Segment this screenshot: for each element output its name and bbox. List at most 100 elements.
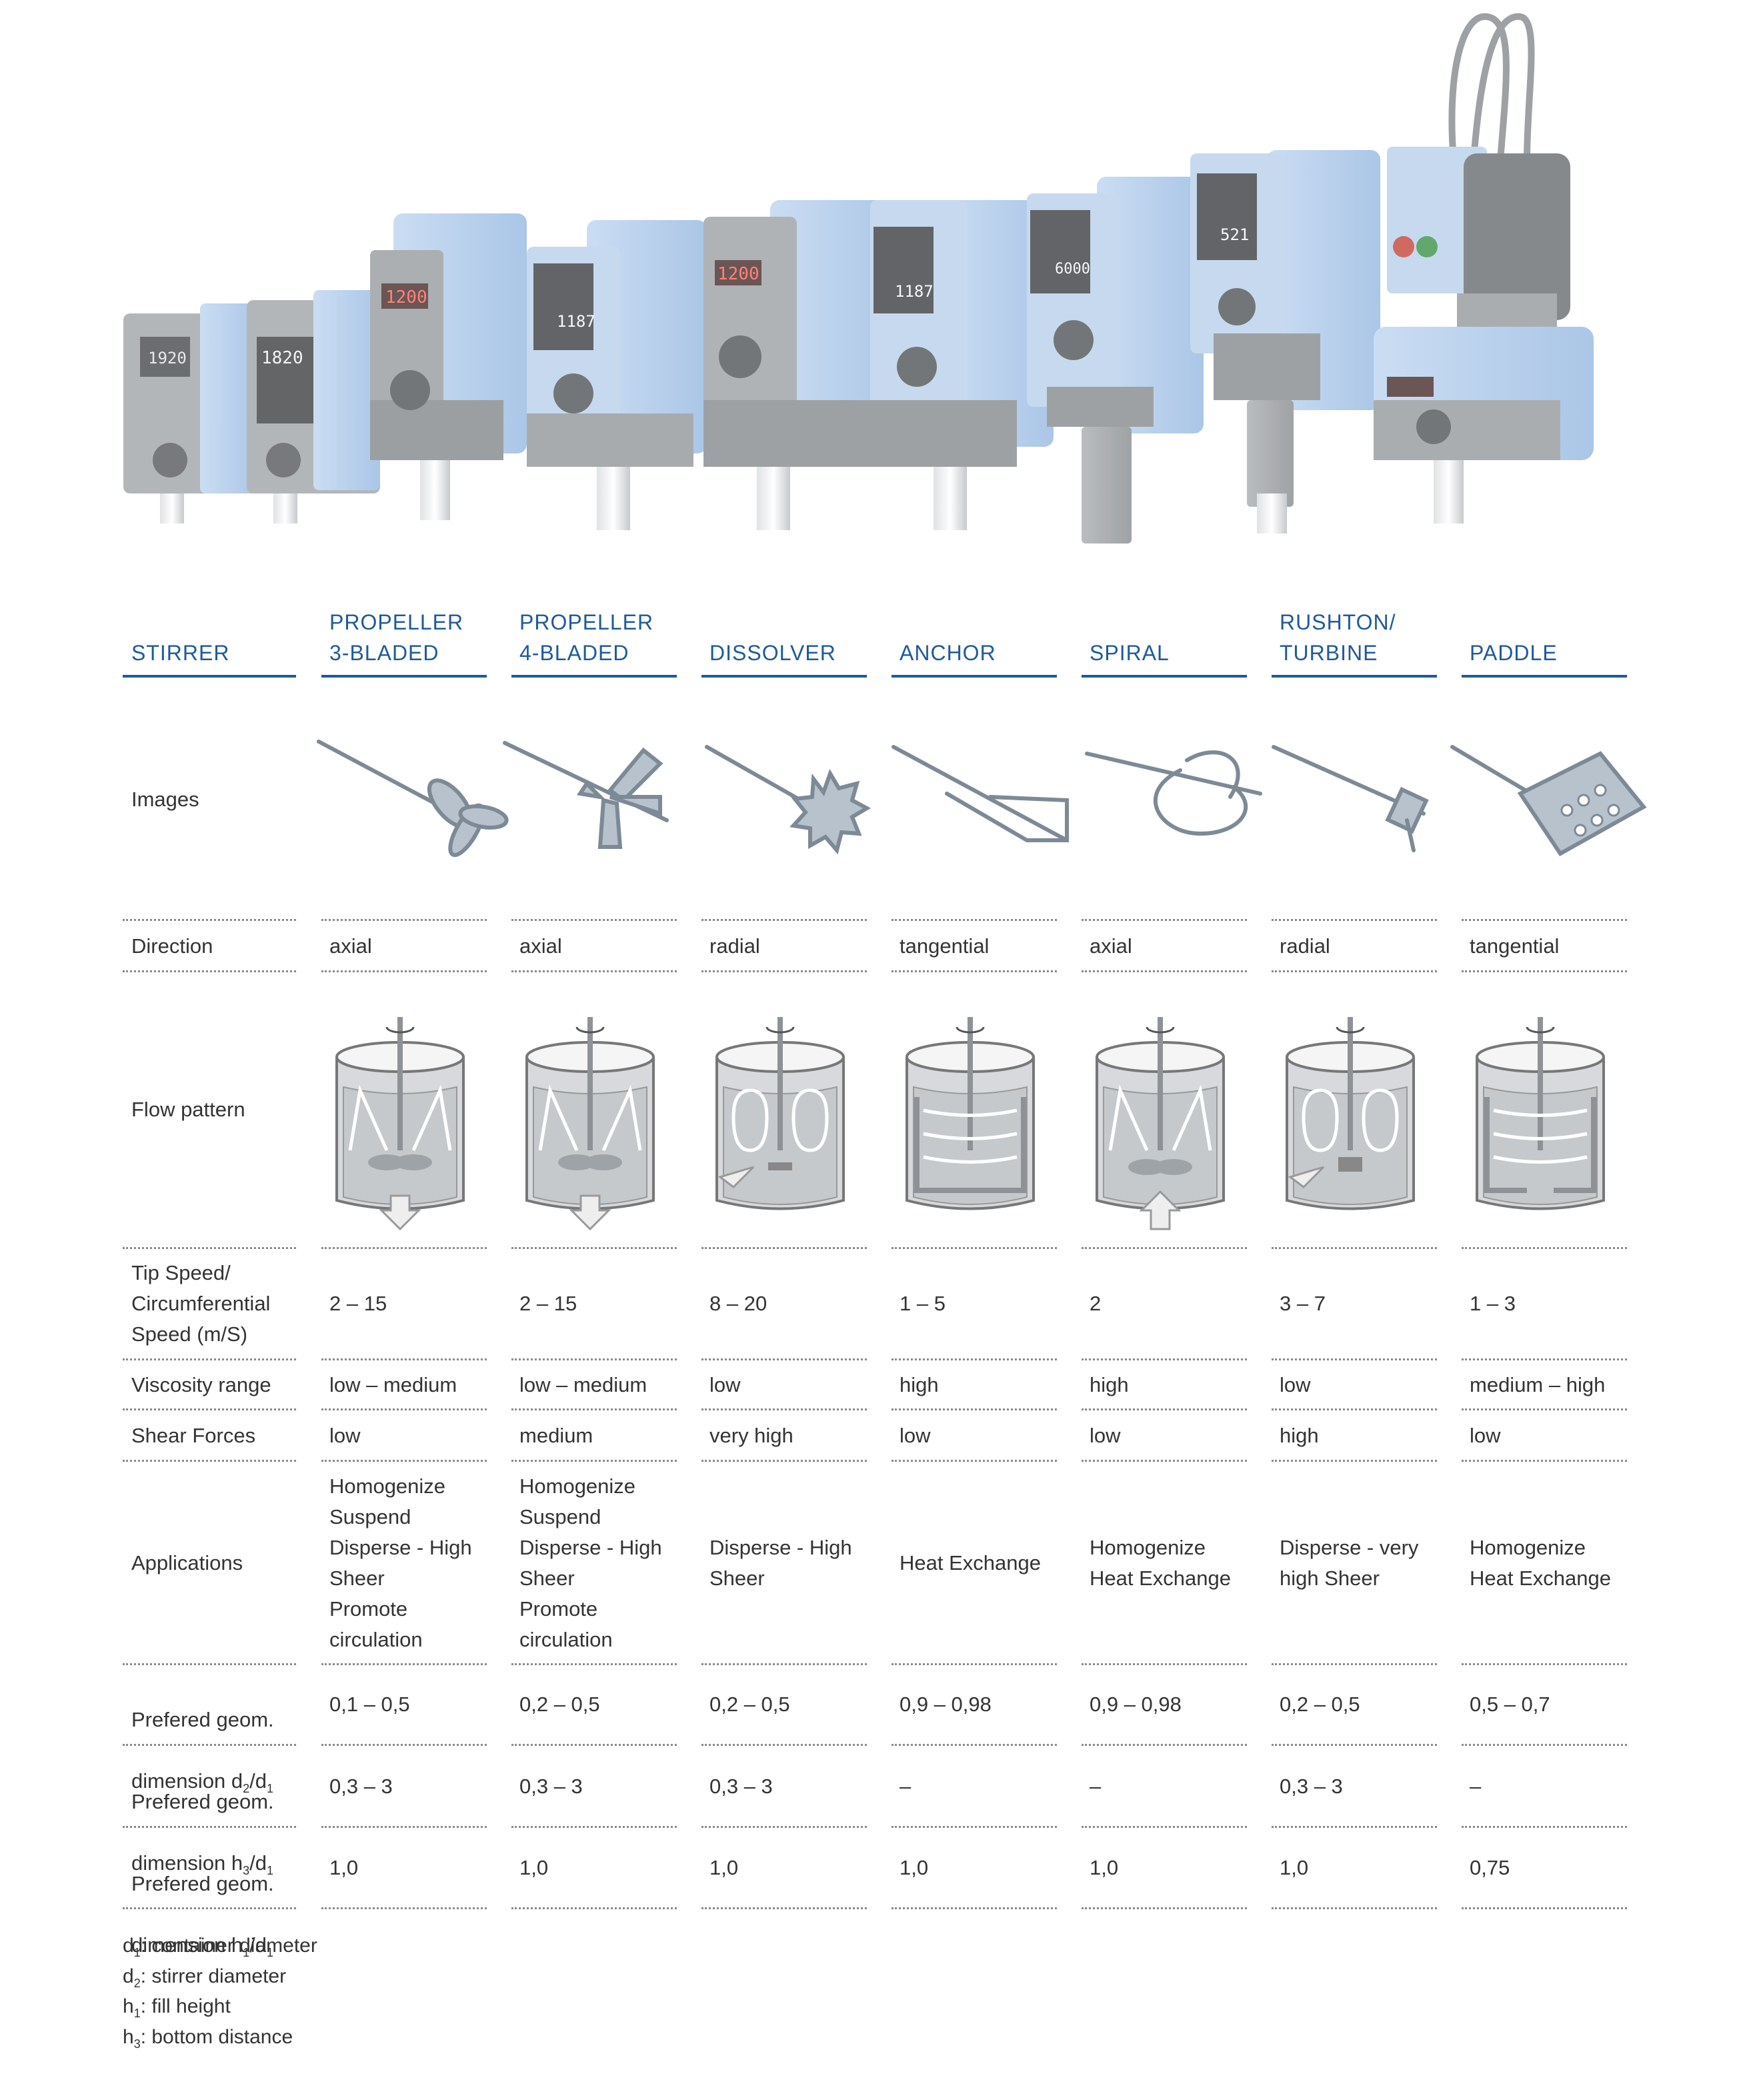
- row-divider: [321, 919, 487, 921]
- row-divider: [1462, 1460, 1627, 1462]
- row-divider: [1462, 1408, 1627, 1410]
- row-divider: [321, 1826, 487, 1828]
- row-divider: [892, 1907, 1057, 1909]
- col-header-paddle: PADDLE: [1470, 641, 1558, 665]
- geom-h1-spiral: 1,0: [1090, 1856, 1119, 1879]
- col-header-dissolver: DISSOLVER: [709, 641, 836, 665]
- row-divider: [123, 1460, 296, 1462]
- row-divider: [892, 1247, 1057, 1249]
- row-divider: [1462, 919, 1627, 921]
- row-divider: [321, 970, 487, 972]
- overhead-stirrers-product-lineup: 1920 1820 1200 118: [0, 0, 1747, 554]
- tip-speed-spiral: 2: [1090, 1292, 1102, 1315]
- shear-anchor: low: [900, 1424, 931, 1447]
- stirrer-device-4: 1187: [527, 220, 707, 530]
- row-divider: [701, 1247, 867, 1249]
- tip-speed-propeller-4: 2 – 15: [519, 1292, 577, 1315]
- row-divider: [892, 1744, 1057, 1746]
- device-7-display: 6000: [1055, 261, 1090, 277]
- dissolver-stirrer-image: [705, 745, 871, 855]
- row-divider: [1462, 1663, 1627, 1665]
- propeller-3-bladed-stirrer-image: [317, 740, 509, 858]
- col-header-propeller-4-line2: 4-BLADED: [519, 641, 629, 665]
- row-divider: [1272, 970, 1437, 972]
- row-divider: [1462, 1358, 1627, 1360]
- col-header-rushton-line1: RUSHTON/: [1280, 610, 1396, 634]
- geom-h1-dissolver: 1,0: [709, 1856, 739, 1879]
- row-divider: [123, 1358, 296, 1360]
- direction-dissolver: radial: [709, 934, 760, 958]
- viscosity-rushton: low: [1280, 1373, 1311, 1396]
- row-label-direction: Direction: [131, 934, 213, 958]
- device-8-display: 521: [1220, 225, 1249, 244]
- row-divider: [1082, 1826, 1247, 1828]
- direction-propeller-3: axial: [329, 934, 372, 958]
- row-divider: [321, 1247, 487, 1249]
- row-label-geom-h3-d1-line1: Prefered geom.: [131, 1790, 274, 1813]
- shear-dissolver: very high: [709, 1424, 793, 1447]
- geom-h3-propeller-3: 0,3 – 3: [329, 1775, 393, 1798]
- row-divider: [701, 1744, 867, 1746]
- row-divider: [1082, 1907, 1247, 1909]
- row-divider: [321, 1663, 487, 1665]
- anchor-stirrer-image: [892, 745, 1069, 842]
- device-1-display: 1920: [148, 349, 187, 367]
- col-header-anchor: ANCHOR: [900, 641, 996, 665]
- col-header-spiral: SPIRAL: [1090, 641, 1170, 665]
- row-divider: [701, 1460, 867, 1462]
- header-underline: [1462, 675, 1627, 678]
- row-label-applications: Applications: [131, 1551, 243, 1574]
- col-header-propeller-3-line1: PROPELLER: [329, 610, 464, 634]
- row-divider: [701, 1907, 867, 1909]
- direction-propeller-4: axial: [519, 934, 562, 958]
- row-divider: [1272, 1826, 1437, 1828]
- row-divider: [511, 1826, 677, 1828]
- device-4-display: 1187: [557, 312, 595, 331]
- viscosity-dissolver: low: [709, 1373, 741, 1396]
- applications-anchor: Heat Exchange: [900, 1551, 1041, 1574]
- row-divider: [511, 1247, 677, 1249]
- shear-rushton: high: [1280, 1424, 1319, 1447]
- stirrer-device-9: [1374, 13, 1594, 523]
- row-divider: [1272, 1663, 1437, 1665]
- row-divider: [123, 1826, 296, 1828]
- row-divider: [123, 1408, 296, 1410]
- row-divider: [321, 1744, 487, 1746]
- row-divider: [1272, 1247, 1437, 1249]
- row-divider: [701, 1826, 867, 1828]
- geom-d2-spiral: 0,9 – 0,98: [1090, 1693, 1182, 1716]
- row-divider: [892, 970, 1057, 972]
- flow-pattern-propeller-4: [525, 1016, 655, 1230]
- tip-speed-propeller-3: 2 – 15: [329, 1292, 387, 1315]
- row-divider: [1272, 919, 1437, 921]
- flow-pattern-dissolver: [715, 1016, 845, 1210]
- row-divider: [511, 919, 677, 921]
- header-underline: [321, 675, 487, 678]
- geom-h3-spiral: –: [1090, 1775, 1102, 1798]
- row-divider: [123, 970, 296, 972]
- row-divider: [1082, 1358, 1247, 1360]
- flow-pattern-anchor: [906, 1016, 1035, 1210]
- row-label-flow-pattern: Flow pattern: [131, 1098, 245, 1121]
- stirrer-device-2: 1820: [247, 290, 380, 523]
- applications-rushton: Disperse - very high Sheer: [1280, 1536, 1419, 1590]
- geom-h1-propeller-3: 1,0: [329, 1856, 359, 1879]
- applications-propeller-3: Homogenize Suspend Disperse - High Sheer…: [329, 1474, 472, 1651]
- header-underline: [1082, 675, 1247, 678]
- row-divider: [321, 1907, 487, 1909]
- row-divider: [1462, 1744, 1627, 1746]
- flow-pattern-paddle: [1476, 1016, 1605, 1210]
- stirrer-device-7: 6000: [1027, 177, 1204, 544]
- direction-paddle: tangential: [1470, 934, 1560, 958]
- applications-propeller-4: Homogenize Suspend Disperse - High Sheer…: [519, 1474, 662, 1651]
- applications-dissolver: Disperse - High Sheer: [709, 1536, 852, 1590]
- paddle-stirrer-image: [1450, 745, 1647, 856]
- spiral-stirrer-image: [1085, 750, 1262, 836]
- flow-pattern-spiral: [1096, 1016, 1225, 1230]
- viscosity-propeller-3: low – medium: [329, 1373, 457, 1396]
- row-divider: [892, 1460, 1057, 1462]
- row-divider: [1082, 970, 1247, 972]
- row-divider: [1082, 1744, 1247, 1746]
- header-underline: [701, 675, 867, 678]
- stirrer-device-8: 521: [1190, 150, 1380, 534]
